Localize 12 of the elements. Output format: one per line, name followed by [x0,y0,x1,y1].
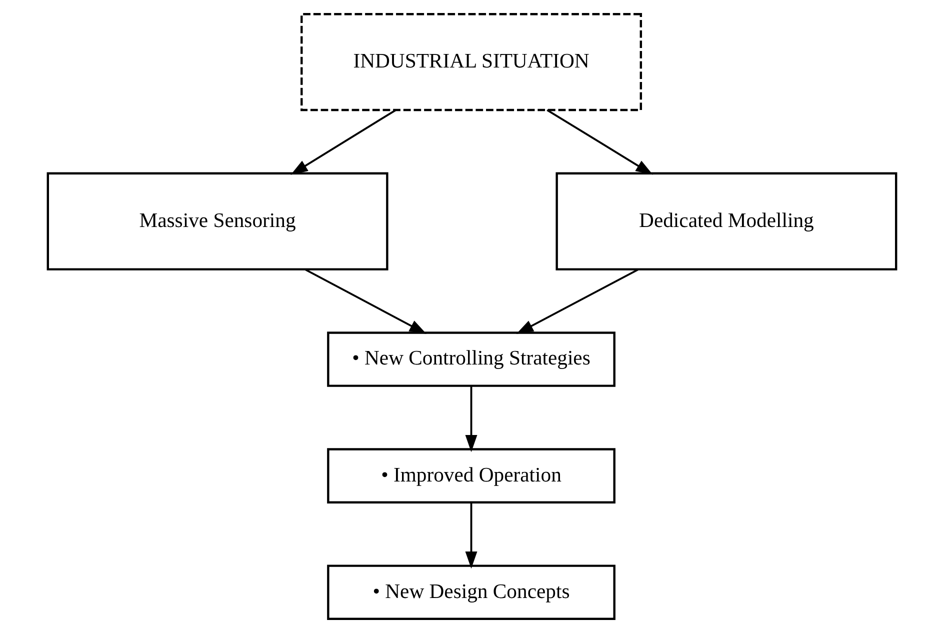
node-box: Dedicated Modelling [556,172,898,270]
node-box: Massive Sensoring [46,172,388,270]
node-box: • New Design Concepts [327,564,616,620]
arrow [546,109,653,175]
arrow [516,268,638,334]
node-box: • Improved Operation [327,448,616,504]
arrow [290,109,396,175]
arrow [465,386,478,452]
node-box: • New Controlling Strategies [327,332,616,387]
node-box: INDUSTRIAL SITUATION [300,13,642,112]
arrow [305,268,427,334]
arrow [465,502,478,569]
